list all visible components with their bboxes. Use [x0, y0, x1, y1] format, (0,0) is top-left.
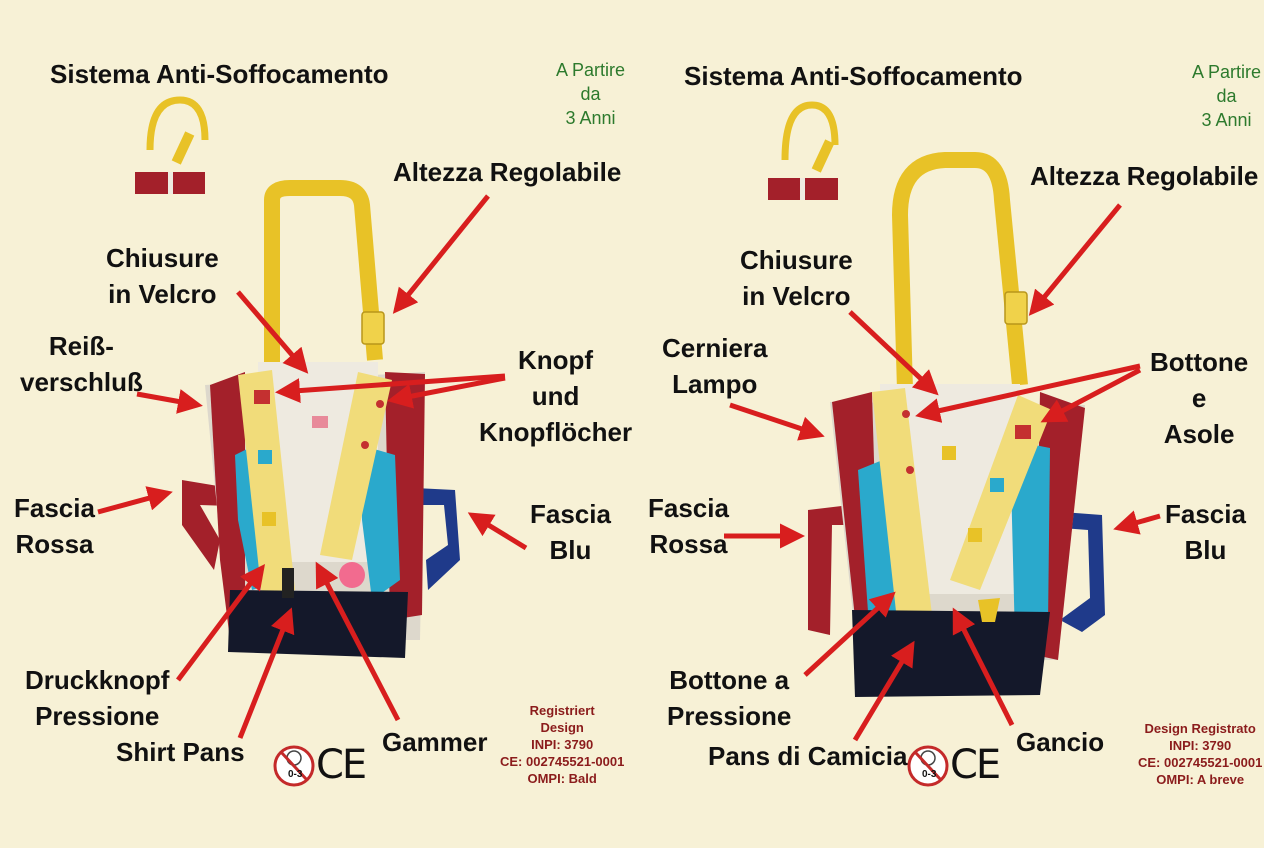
left-title: Sistema Anti-Soffocamento: [50, 59, 389, 89]
right-label-hook: Gancio: [1016, 727, 1105, 757]
left-label-zipper: Reiß-verschluß: [20, 331, 143, 397]
left-ce-mark: CE: [316, 742, 367, 788]
right-age-badge-icon: [907, 745, 949, 787]
left-arrows: [97, 194, 528, 739]
right-label-shirt: Pans di Camicia: [708, 741, 908, 771]
right-arrows: [724, 203, 1161, 742]
left-label-height: Altezza Regolabile: [393, 157, 622, 187]
right-age-badge-text: 0-3: [922, 769, 937, 780]
left-age-badge-icon: [273, 745, 315, 787]
left-age-badge-text: 0-3: [288, 769, 303, 780]
left-label-shirt: Shirt Pans: [116, 737, 245, 767]
left-label-hook: Gammer: [382, 727, 488, 757]
right-label-height: Altezza Regolabile: [1030, 161, 1259, 191]
right-ce-mark: CE: [950, 742, 1001, 788]
left-accessory-image: [135, 96, 209, 194]
right-accessory-image: [768, 101, 839, 200]
right-title: Sistema Anti-Soffocamento: [684, 61, 1023, 91]
